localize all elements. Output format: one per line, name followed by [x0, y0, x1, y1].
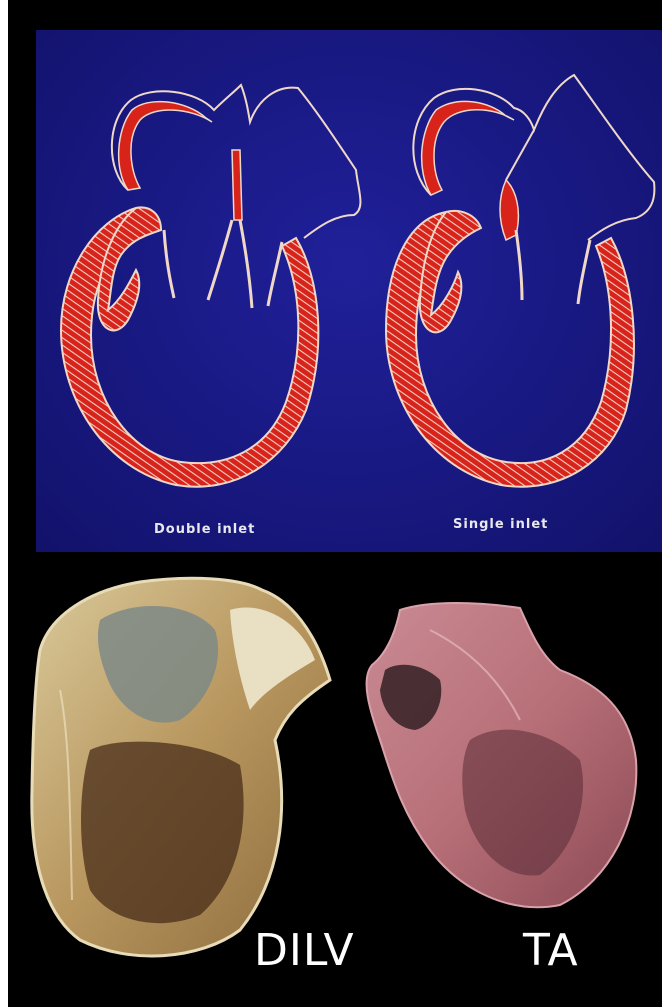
right-ventricle-wall — [386, 212, 634, 487]
ta-specimen-photo — [367, 603, 637, 907]
double-inlet-heart — [61, 85, 360, 487]
atrial-septum — [232, 150, 242, 220]
single-inlet-heart — [386, 75, 654, 487]
right-atrial-wall-red — [422, 101, 514, 195]
heart-diagrams — [36, 30, 662, 552]
right-valve-leaflet-2 — [578, 240, 590, 304]
dilv-specimen-photo — [32, 578, 330, 956]
valve-leaflet-4 — [268, 242, 282, 306]
right-valve-leaflet-1 — [516, 230, 522, 300]
valve-leaflet-1 — [164, 230, 174, 298]
valve-leaflet-2 — [208, 220, 232, 300]
valve-leaflet-3 — [240, 220, 252, 308]
right-septum-line — [506, 130, 534, 180]
double-inlet-caption: Double inlet — [154, 522, 255, 537]
atrial-wall-red — [119, 102, 212, 190]
ta-label: TA — [523, 925, 579, 976]
single-inlet-caption: Single inlet — [453, 517, 548, 532]
heart-diagram-panel: Double inlet Single inlet — [36, 30, 662, 552]
dilv-label: DILV — [254, 925, 355, 976]
